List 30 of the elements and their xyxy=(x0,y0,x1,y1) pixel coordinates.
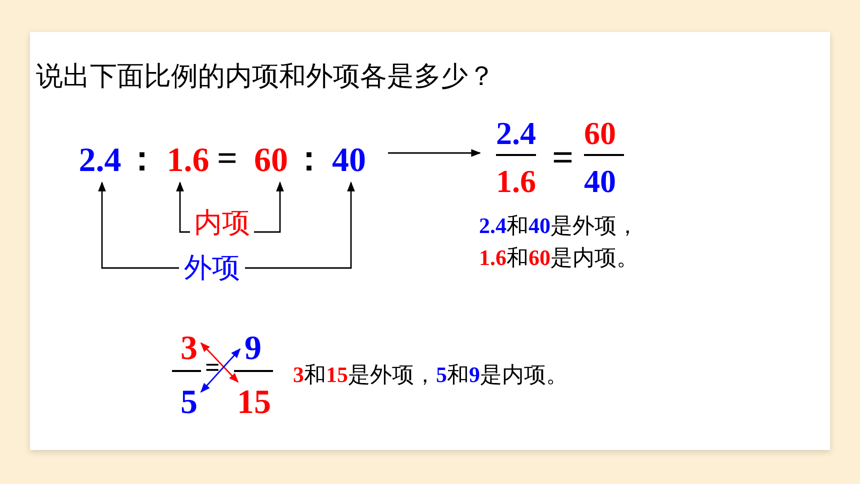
colon: ： xyxy=(125,140,159,180)
arrow xyxy=(388,149,481,157)
arrow xyxy=(176,182,190,233)
number: 3 xyxy=(177,328,201,370)
numerator: 2.4 xyxy=(496,117,536,149)
statement: 3和15是外项，5和9是内项。 xyxy=(293,362,568,390)
arrow xyxy=(200,342,239,383)
statement: 2.4和40是外项， xyxy=(479,213,638,240)
number: 1.6 xyxy=(163,140,213,182)
statement: 1.6和60是内项。 xyxy=(479,245,638,272)
term-label: 外项 xyxy=(179,250,245,285)
arrow xyxy=(98,182,179,269)
number: 15 xyxy=(234,382,274,424)
arrow xyxy=(245,182,355,269)
number: 9 xyxy=(240,328,266,370)
number: 5 xyxy=(177,382,201,424)
equals-sign: = xyxy=(552,139,574,177)
number: 60 xyxy=(250,140,292,182)
title: 说出下面比例的内项和外项各是多少？ xyxy=(36,60,495,94)
equals-sign: = xyxy=(205,352,220,384)
number: 40 xyxy=(328,140,370,182)
denominator: 1.6 xyxy=(496,165,536,197)
arrow xyxy=(254,182,284,233)
colon: ： xyxy=(292,140,326,180)
arrow xyxy=(200,348,241,393)
denominator: 40 xyxy=(584,165,616,197)
numerator: 60 xyxy=(584,117,616,149)
number: 2.4 xyxy=(75,140,125,182)
equals-sign: = xyxy=(217,137,238,180)
term-label: 内项 xyxy=(190,205,254,240)
